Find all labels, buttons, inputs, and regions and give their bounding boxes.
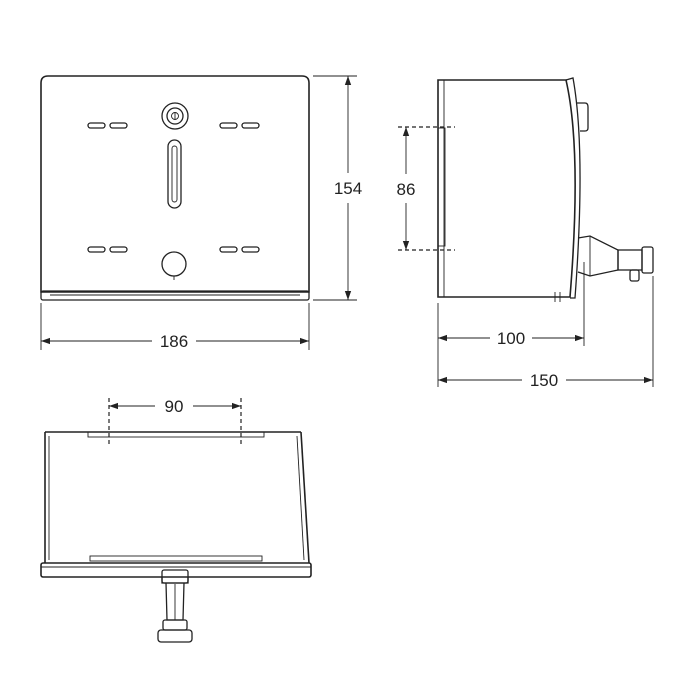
top-view: 90	[40, 397, 312, 643]
dim-side-depth: 100	[437, 262, 585, 387]
dim-front-height-label: 154	[334, 179, 362, 198]
dim-side-total-depth: 150	[438, 276, 654, 390]
nozzle-top-icon	[157, 569, 193, 643]
vent-slots	[87, 122, 260, 253]
push-button-icon	[161, 251, 187, 280]
sight-window	[167, 139, 182, 209]
pump-nozzle-icon	[577, 235, 654, 282]
dim-side-hole-spacing-label: 86	[397, 180, 416, 199]
dim-front-width: 186	[40, 303, 310, 351]
lock-icon	[161, 102, 189, 130]
dim-side-depth-label: 100	[497, 329, 525, 348]
dim-side-hole-spacing: 86	[397, 126, 455, 251]
dim-front-height: 154	[313, 75, 362, 301]
dim-top-hole-spacing: 90	[108, 397, 242, 446]
dim-side-total-depth-label: 150	[530, 371, 558, 390]
dim-top-hole-spacing-label: 90	[165, 397, 184, 416]
dim-front-width-label: 186	[160, 332, 188, 351]
side-view: 86 100 150	[397, 77, 654, 390]
front-view: 186 154	[40, 75, 362, 351]
